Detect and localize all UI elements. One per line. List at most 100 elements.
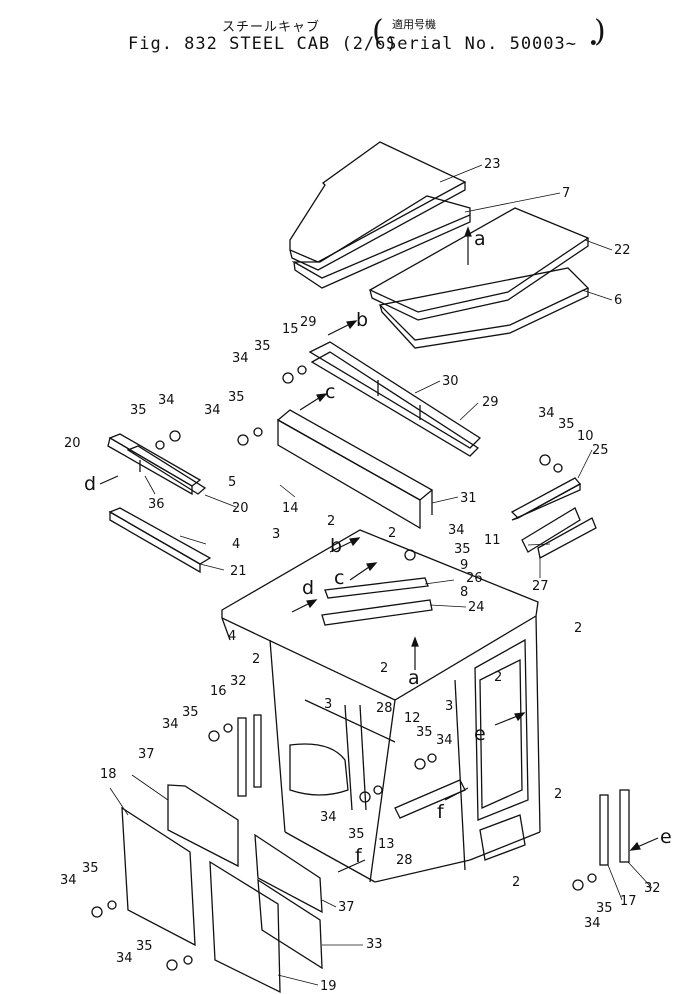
callout-7: 7 bbox=[562, 186, 570, 201]
rail-29-30 bbox=[308, 341, 482, 457]
callout-34-f: 34 bbox=[162, 717, 179, 732]
title-japanese: スチールキャブ bbox=[222, 20, 321, 35]
view-label-b-top: b bbox=[356, 309, 368, 331]
callout-37-b: 37 bbox=[338, 900, 355, 915]
callout-18: 18 bbox=[100, 767, 117, 782]
view-letter-labels: a b c d b c d a e f f e bbox=[84, 228, 672, 867]
callout-2-c: 2 bbox=[574, 621, 582, 636]
callout-14: 14 bbox=[282, 501, 299, 516]
callout-4-b: 4 bbox=[228, 629, 236, 644]
callout-35-b: 35 bbox=[228, 390, 245, 405]
callout-2-a: 2 bbox=[327, 514, 335, 529]
callout-2-h: 2 bbox=[512, 875, 520, 890]
view-label-c-frame: c bbox=[334, 567, 344, 589]
callout-35-e: 35 bbox=[454, 542, 471, 557]
panel-37-upper bbox=[167, 784, 239, 868]
callout-34-j: 34 bbox=[116, 951, 133, 966]
callout-26: 26 bbox=[466, 571, 483, 586]
rail-4-21 bbox=[108, 507, 212, 574]
callout-13: 13 bbox=[378, 837, 395, 852]
open-paren: ( bbox=[372, 14, 384, 49]
callout-6: 6 bbox=[614, 293, 622, 308]
cab-frame bbox=[221, 529, 541, 883]
panel-18 bbox=[121, 806, 196, 947]
callout-35-i: 35 bbox=[82, 861, 99, 876]
roof-panel-23 bbox=[289, 141, 467, 271]
callout-35-d: 35 bbox=[558, 417, 575, 432]
callout-34-a: 34 bbox=[232, 351, 249, 366]
callout-3-c: 3 bbox=[445, 699, 453, 714]
title-english: Fig. 832 STEEL CAB (2/6) bbox=[128, 34, 398, 54]
serial-number: Serial No. 50003~ • bbox=[386, 34, 600, 54]
rail-10-25 bbox=[510, 477, 582, 521]
strip-16-32 bbox=[237, 714, 262, 797]
panel-14-31 bbox=[276, 409, 434, 530]
callout-35-j: 35 bbox=[136, 939, 153, 954]
callout-19: 19 bbox=[320, 979, 337, 994]
roof-panel-22 bbox=[368, 207, 590, 321]
callout-33: 33 bbox=[366, 937, 383, 952]
callout-23: 23 bbox=[484, 157, 501, 172]
callout-35-a: 35 bbox=[254, 339, 271, 354]
leader-lines bbox=[109, 164, 653, 986]
rail-9-8-24 bbox=[321, 577, 433, 626]
callout-31: 31 bbox=[460, 491, 477, 506]
callout-9: 9 bbox=[460, 558, 468, 573]
callout-34-k: 34 bbox=[584, 916, 601, 931]
panel-37-lower bbox=[254, 833, 323, 914]
view-label-d-left: d bbox=[84, 473, 96, 495]
view-label-d-frame: d bbox=[302, 577, 314, 599]
view-label-b-frame: b bbox=[330, 535, 342, 557]
callout-20-a: 20 bbox=[64, 436, 81, 451]
callout-4-a: 4 bbox=[232, 537, 240, 552]
callout-34-c: 34 bbox=[158, 393, 175, 408]
panel-33 bbox=[257, 878, 323, 970]
callout-24: 24 bbox=[468, 600, 485, 615]
callout-2-b: 2 bbox=[388, 526, 396, 541]
rail-20-5-36 bbox=[107, 433, 207, 496]
rail-13-28 bbox=[394, 779, 466, 819]
view-label-f-frame: f bbox=[437, 801, 445, 823]
callout-35-f: 35 bbox=[182, 705, 199, 720]
callout-35-h: 35 bbox=[348, 827, 365, 842]
callout-2-e: 2 bbox=[380, 661, 388, 676]
view-label-c-top: c bbox=[325, 381, 335, 403]
callout-28-b: 28 bbox=[396, 853, 413, 868]
callout-32-a: 32 bbox=[230, 674, 247, 689]
callout-21: 21 bbox=[230, 564, 247, 579]
callout-35-c: 35 bbox=[130, 403, 147, 418]
panel-19 bbox=[209, 860, 281, 994]
callout-3-a: 3 bbox=[272, 527, 280, 542]
serial-japanese: 適用号機 bbox=[392, 18, 436, 31]
callout-12: 12 bbox=[404, 711, 421, 726]
strip-17-32 bbox=[599, 789, 630, 866]
callout-11: 11 bbox=[484, 533, 501, 548]
rail-11-27 bbox=[521, 507, 597, 559]
callout-25: 25 bbox=[592, 443, 609, 458]
callout-3-b: 3 bbox=[324, 697, 332, 712]
view-label-e-frame: e bbox=[474, 723, 486, 745]
view-arrows bbox=[99, 226, 659, 873]
bolts-and-washers bbox=[91, 365, 597, 971]
callout-16: 16 bbox=[210, 684, 227, 699]
callout-27: 27 bbox=[532, 579, 549, 594]
callout-29-right: 29 bbox=[482, 395, 499, 410]
callout-2-d: 2 bbox=[252, 652, 260, 667]
callout-15: 15 bbox=[282, 322, 299, 337]
callout-32-b: 32 bbox=[644, 881, 661, 896]
callout-2-f: 2 bbox=[494, 670, 502, 685]
callout-36: 36 bbox=[148, 497, 165, 512]
view-label-a-top: a bbox=[474, 228, 486, 250]
callout-28-a: 28 bbox=[376, 701, 393, 716]
callout-34-e: 34 bbox=[448, 523, 465, 538]
view-label-e-right: e bbox=[660, 826, 672, 848]
callout-37-a: 37 bbox=[138, 747, 155, 762]
callout-35-g: 35 bbox=[416, 725, 433, 740]
callout-34-g: 34 bbox=[436, 733, 453, 748]
callout-34-b: 34 bbox=[204, 403, 221, 418]
figure-title-block: ( ) スチールキャブ Fig. 832 STEEL CAB (2/6) 適用号… bbox=[0, 0, 677, 60]
close-paren: ) bbox=[594, 14, 606, 49]
callout-29-top: 29 bbox=[300, 315, 317, 330]
view-label-f-lower: f bbox=[355, 845, 363, 867]
